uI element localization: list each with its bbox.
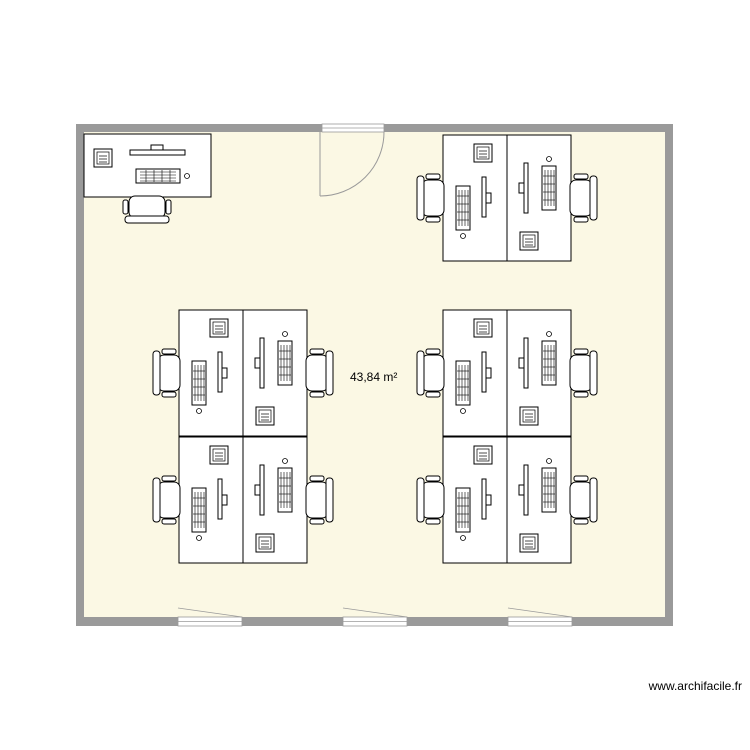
window-2 (342, 607, 408, 627)
workstation-pod-middle-left (153, 310, 333, 563)
workstation-pod-middle-right (417, 310, 597, 563)
window-1 (177, 607, 243, 627)
window-3 (507, 607, 573, 627)
area-label: 43,84 m² (350, 370, 397, 384)
watermark: www.archifacile.fr (648, 679, 742, 693)
workstation-pod-top-right (417, 135, 597, 261)
teacher-desk (83, 133, 212, 224)
